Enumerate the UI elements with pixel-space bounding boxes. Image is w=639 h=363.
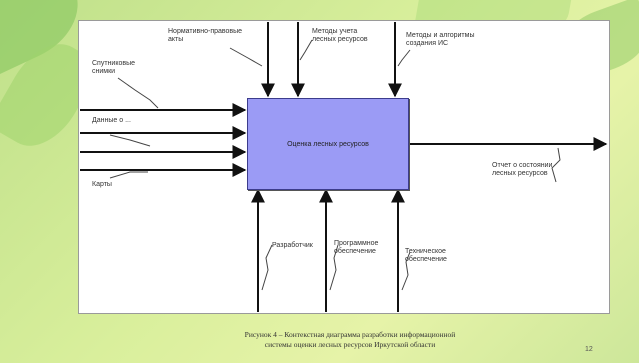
mechanism-label: Разработчик <box>272 242 313 249</box>
figure-caption: Рисунок 4 – Контекстная диаграмма разраб… <box>140 330 560 350</box>
input-label: Данные о ... <box>92 117 131 124</box>
label-leader <box>117 77 159 109</box>
label-leader <box>551 147 561 183</box>
control-label: Методы учета лесных ресурсов <box>312 28 368 43</box>
control-label: Методы и алгоритмы создания ИС <box>406 32 475 47</box>
control-label: Нормативно-правовые акты <box>168 28 243 43</box>
label-leader <box>401 251 411 291</box>
label-leader <box>397 49 411 67</box>
input-label: Спутниковые снимки <box>92 60 136 75</box>
label-leader <box>109 134 151 147</box>
label-leader <box>261 244 273 291</box>
caption-line: системы оценки лесных ресурсов Иркутской… <box>264 340 436 349</box>
caption-line: Рисунок 4 – Контекстная диаграмма разраб… <box>244 330 456 339</box>
page-number: 12 <box>585 346 593 353</box>
mechanism-label: Техническое обеспечение <box>405 248 447 263</box>
label-leader <box>329 244 339 291</box>
label-leader <box>109 171 148 179</box>
activity-box: Оценка лесных ресурсов <box>247 98 409 190</box>
mechanism-label: Программное обеспечение <box>334 240 379 255</box>
output-label: Отчет о состоянии лесных ресурсов <box>492 162 553 177</box>
label-leader <box>229 47 263 67</box>
label-leader <box>299 39 313 61</box>
input-label: Карты <box>92 181 112 188</box>
